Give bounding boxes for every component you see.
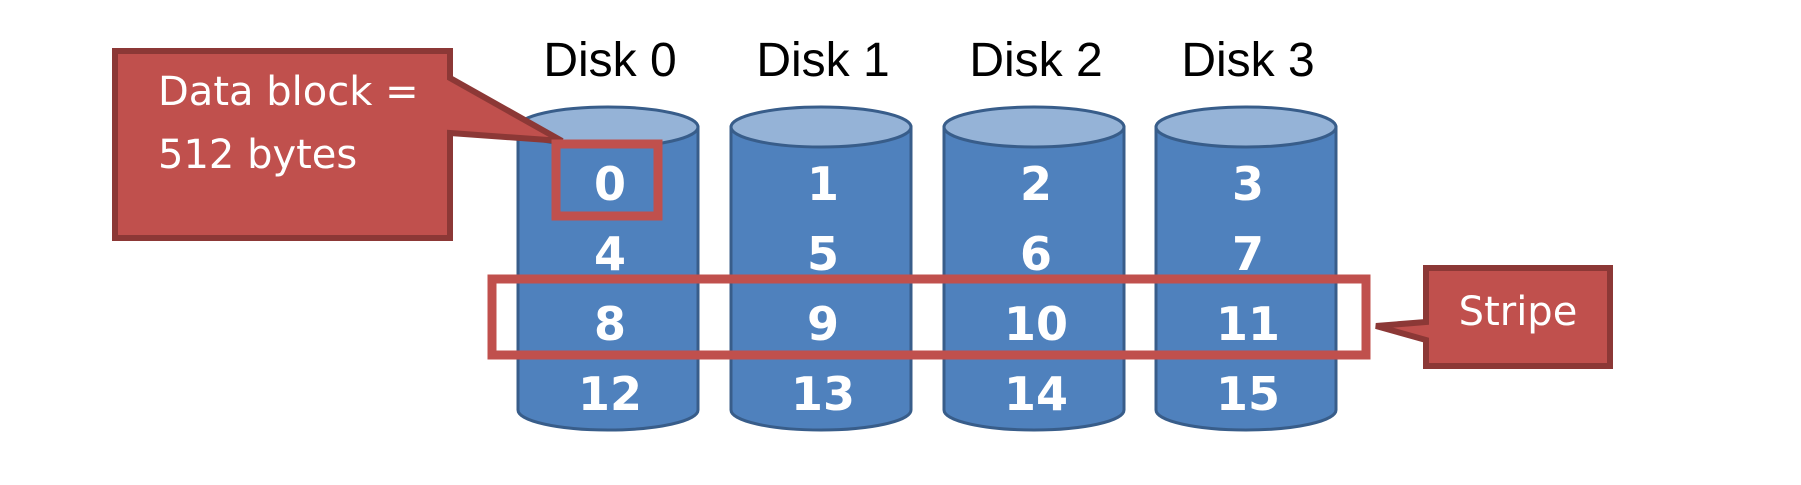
disk-2: Disk 2 2 6 10 14 xyxy=(942,34,1126,432)
disk-3: Disk 3 3 7 11 15 xyxy=(1154,34,1338,432)
stripe-callout-text: Stripe xyxy=(1459,289,1578,335)
disk-1-block-3: 13 xyxy=(791,367,855,421)
disk-3-label: Disk 3 xyxy=(1181,34,1314,87)
disk-0-label: Disk 0 xyxy=(543,34,676,87)
disk-0-block-2: 8 xyxy=(594,297,626,351)
data-block-callout-shape xyxy=(112,48,564,241)
disk-2-block-3: 14 xyxy=(1004,367,1068,421)
data-block-callout-text: Data block = 512 bytes xyxy=(158,69,431,178)
disk-2-block-0: 2 xyxy=(1020,157,1052,211)
disk-1-block-1: 5 xyxy=(807,227,839,281)
block-0-highlight xyxy=(551,139,663,221)
disk-1-block-2: 9 xyxy=(807,297,839,351)
disk-1-top xyxy=(729,105,913,149)
stripe-callout: Stripe xyxy=(1375,265,1613,369)
disk-3-top xyxy=(1154,105,1338,149)
disk-1-label: Disk 1 xyxy=(756,34,889,87)
disk-0: Disk 0 0 4 8 12 xyxy=(516,34,700,432)
disk-0-block-3: 12 xyxy=(578,367,642,421)
disk-3-block-3: 15 xyxy=(1216,367,1280,421)
disk-0-block-0: 0 xyxy=(594,157,626,211)
data-block-callout-line-1: Data block = xyxy=(158,69,419,115)
stripe-highlight xyxy=(487,274,1371,360)
disk-2-block-2: 10 xyxy=(1004,297,1068,351)
disk-2-label: Disk 2 xyxy=(969,34,1102,87)
disk-1: Disk 1 1 5 9 13 xyxy=(729,34,913,432)
disk-3-block-2: 11 xyxy=(1216,297,1280,351)
data-block-callout: Data block = 512 bytes xyxy=(112,48,564,241)
stripe-callout-shape xyxy=(1375,265,1613,369)
disk-0-block-1: 4 xyxy=(594,227,626,281)
disk-1-block-0: 1 xyxy=(807,157,839,211)
disk-3-block-0: 3 xyxy=(1232,157,1264,211)
disk-3-block-1: 7 xyxy=(1232,227,1264,281)
disk-2-top xyxy=(942,105,1126,149)
disk-2-block-1: 6 xyxy=(1020,227,1052,281)
data-block-callout-line-2: 512 bytes xyxy=(158,132,357,178)
